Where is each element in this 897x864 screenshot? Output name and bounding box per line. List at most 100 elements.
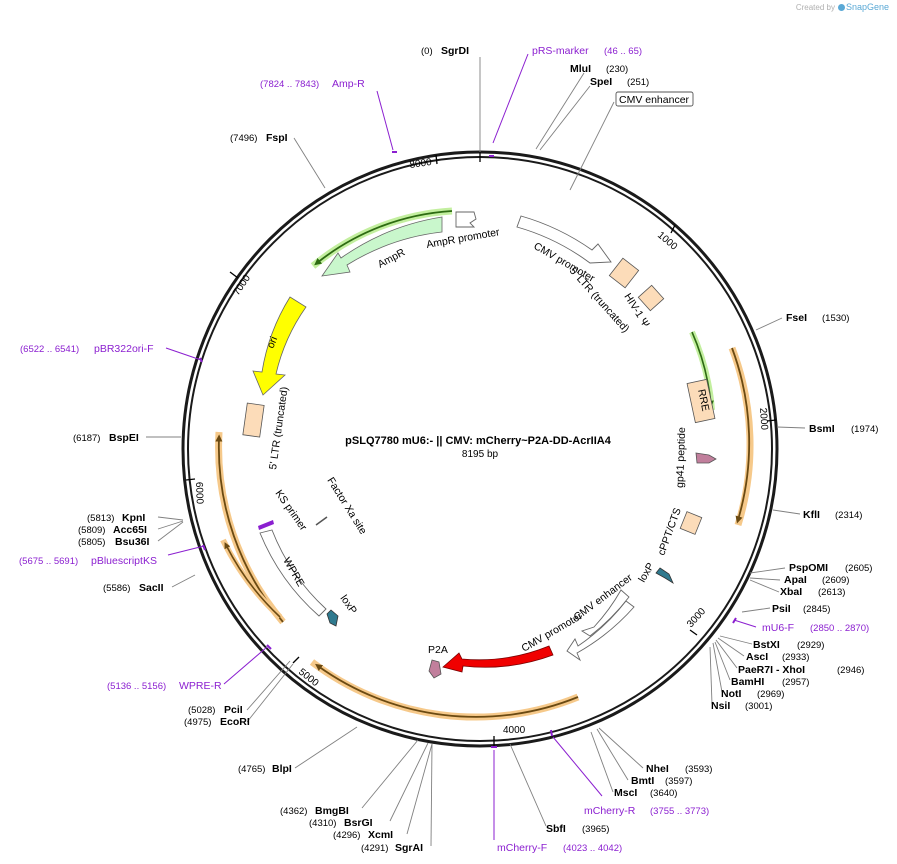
orf-arc-right-line xyxy=(731,347,751,524)
enzyme-nsii: NsiI xyxy=(711,700,730,712)
tick-7000: 7000 xyxy=(231,273,253,298)
enzyme-sgrdi: SgrDI xyxy=(441,45,469,57)
primer-mu6-f: mU6-F xyxy=(762,622,794,634)
enzyme-psii: PsiI xyxy=(772,603,791,615)
enzyme-pos-nsii: (3001) xyxy=(745,701,772,712)
primer-prs-marker: pRS-marker xyxy=(532,45,589,57)
primer-range-prs-marker: (46 .. 65) xyxy=(604,46,642,57)
enzyme-pos-apai: (2609) xyxy=(822,575,849,586)
enzyme-ecori: EcoRI xyxy=(220,716,250,728)
cmv-enhancer-label-box: CMV enhancer xyxy=(615,91,694,107)
enzyme-pos-ecori: (4975) xyxy=(184,717,211,728)
cppt-box xyxy=(679,511,703,535)
ltr5-trunc-box-2 xyxy=(242,402,265,438)
primer-leaders xyxy=(165,53,757,840)
ltr5-trunc-box-1 xyxy=(608,257,640,289)
scale-ticks xyxy=(185,152,777,746)
p2a-arrow xyxy=(428,659,442,679)
enzyme-pos-paer7i-xhoi: (2946) xyxy=(837,665,864,676)
loxp-arrow-1 xyxy=(655,567,674,585)
wpre-arrow xyxy=(259,529,327,617)
tick-6000: 6000 xyxy=(193,482,205,505)
primer-amp-r: Amp-R xyxy=(332,78,365,90)
enzyme-pos-kfli: (2314) xyxy=(835,510,862,521)
ori-label: ori xyxy=(265,335,280,350)
enzyme-pos-bmti: (3597) xyxy=(665,776,692,787)
enzyme-labels: (0) SgrDI MluI (230) SpeI (251) FseI (15… xyxy=(73,45,878,854)
enzyme-blpi: BlpI xyxy=(272,763,292,775)
primer-mcherry-r: mCherry-R xyxy=(584,805,636,817)
primer-range-mu6-f: (2850 .. 2870) xyxy=(810,623,869,634)
cmv-enhancer-label: CMV enhancer xyxy=(619,94,690,106)
enzyme-pos-acc65i: (5809) xyxy=(78,525,105,536)
hiv-psi-box xyxy=(637,284,665,312)
enzyme-pos-bamhi: (2957) xyxy=(782,677,809,688)
ampr-label: AmpR xyxy=(376,246,408,270)
leader-lines xyxy=(146,57,806,847)
plasmid-title: pSLQ7780 mU6:- || CMV: mCherry~P2A-DD-Ac… xyxy=(345,435,612,447)
enzyme-pos-spei: (251) xyxy=(627,77,649,88)
enzyme-pos-pcii: (5028) xyxy=(188,705,215,716)
enzyme-sacii: SacII xyxy=(139,582,164,594)
enzyme-kpni: KpnI xyxy=(122,512,145,524)
enzyme-bmgbi: BmgBI xyxy=(315,805,349,817)
tick-4000: 4000 xyxy=(503,725,526,736)
tick-2000: 2000 xyxy=(757,407,770,430)
tick-8000: 8000 xyxy=(409,157,433,171)
enzyme-pos-sbfi: (3965) xyxy=(582,824,609,835)
enzyme-pos-xcmi: (4296) xyxy=(333,830,360,841)
enzyme-nhei: NheI xyxy=(646,763,669,775)
orf-arcs xyxy=(215,207,754,721)
gp41-arrow xyxy=(695,452,717,464)
enzyme-pos-bspei: (6187) xyxy=(73,433,100,444)
cppt-label: cPPT/CTS xyxy=(656,506,684,557)
enzyme-pos-fsei: (1530) xyxy=(822,313,849,324)
enzyme-pos-nhei: (3593) xyxy=(685,764,712,775)
enzyme-acc65i: Acc65I xyxy=(113,524,147,536)
factor-xa-label: Factor Xa site xyxy=(324,475,369,536)
orf-arc-left-inner-line xyxy=(224,542,281,618)
credit-prefix: Created by xyxy=(795,3,835,12)
enzyme-bamhi: BamHI xyxy=(731,676,764,688)
primer-wpre-r: WPRE-R xyxy=(179,680,222,692)
enzyme-pos-kpni: (5813) xyxy=(87,513,114,524)
tick-3000: 3000 xyxy=(685,606,708,630)
enzyme-pos-pspomi: (2605) xyxy=(845,563,872,574)
enzyme-fsei: FseI xyxy=(786,312,807,324)
enzyme-fspi: FspI xyxy=(266,132,288,144)
ori-arrow xyxy=(252,296,307,396)
loxp-label-2: loxP xyxy=(338,593,360,617)
credit-brand: SnapGene xyxy=(845,2,889,12)
enzyme-bmti: BmtI xyxy=(631,775,654,787)
enzyme-mlui: MluI xyxy=(570,63,591,75)
ampr-promoter-arrow xyxy=(455,211,477,228)
mcherry-label: mCherry xyxy=(486,666,527,678)
enzyme-bsmi: BsmI xyxy=(809,423,835,435)
enzyme-sgrai: SgrAI xyxy=(395,842,423,854)
enzyme-sbfi: SbfI xyxy=(546,823,566,835)
mcherry-arrow xyxy=(442,645,554,673)
enzyme-paer7i-xhoi: PaeR7I - XhoI xyxy=(738,664,805,676)
primer-range-wpre-r: (5136 .. 5156) xyxy=(107,681,166,692)
primer-range-pbr322ori-f: (6522 .. 6541) xyxy=(20,344,79,355)
primer-pbr322ori-f: pBR322ori-F xyxy=(94,343,154,355)
cmv-promoter-arrow-2 xyxy=(566,600,635,662)
enzyme-bspei: BspEI xyxy=(109,432,139,444)
enzyme-spei: SpeI xyxy=(590,76,612,88)
primer-labels: pRS-marker (46 .. 65) mU6-F (2850 .. 287… xyxy=(19,45,869,854)
rre-box xyxy=(686,378,716,424)
enzyme-pspomi: PspOMI xyxy=(789,562,828,574)
enzyme-pos-sgrdi: (0) xyxy=(421,46,433,57)
ampr-arrow xyxy=(321,216,443,277)
ltr5-trunc-label-2: 5' LTR (truncated) xyxy=(267,386,291,470)
enzyme-pos-psii: (2845) xyxy=(803,604,830,615)
enzyme-pos-msci: (3640) xyxy=(650,788,677,799)
factor-xa-mark xyxy=(315,516,328,526)
enzyme-kfli: KflI xyxy=(803,509,820,521)
enzyme-pos-bsmi: (1974) xyxy=(851,424,878,435)
enzyme-pos-sacii: (5586) xyxy=(103,583,130,594)
loxp-label-1: loxP xyxy=(636,561,657,585)
enzyme-pos-bstxi: (2929) xyxy=(797,640,824,651)
plasmid-length: 8195 bp xyxy=(462,449,499,460)
